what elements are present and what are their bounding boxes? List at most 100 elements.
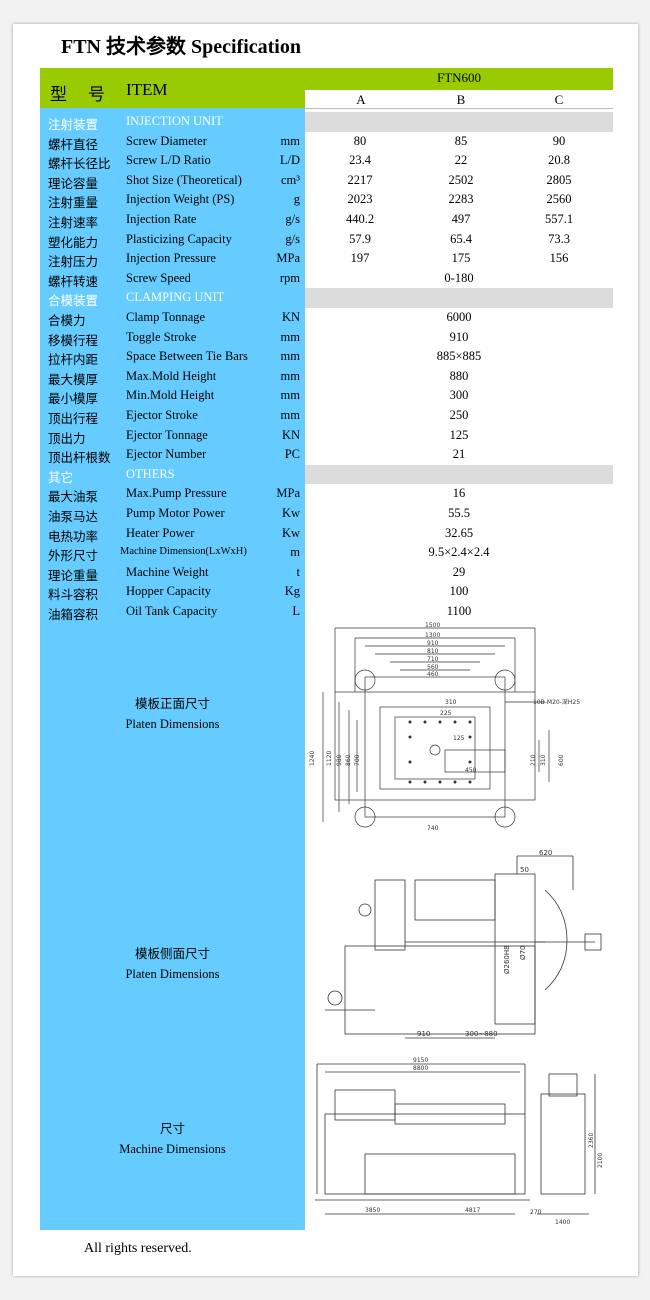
- param-unit: g/s: [285, 231, 300, 246]
- dim-label: 450: [465, 767, 477, 774]
- param-value-c: 2805: [546, 172, 572, 187]
- dim-label: 225: [440, 710, 452, 717]
- section-label-cn: 合模装置: [48, 294, 99, 309]
- diagram-label-front: 模板正面尺寸 Platen Dimensions: [40, 694, 305, 734]
- param-label-en: Injection Weight (PS): [126, 192, 235, 207]
- machine-dimension-drawing: 9150 8800 3850 4817 1400 2100 270 2360: [315, 1057, 604, 1226]
- param-label-en: Injection Pressure: [126, 251, 216, 266]
- param-value-b: 497: [451, 212, 471, 226]
- param-label-cn: 螺杆长径比: [48, 157, 111, 172]
- param-value: 885×885: [436, 349, 482, 364]
- param-label-cn: 合模力: [48, 314, 86, 328]
- page-title: FTN 技术参数 Specification: [61, 36, 301, 58]
- param-unit: Kw: [281, 506, 300, 520]
- param-label-en: Heater Power: [126, 525, 195, 540]
- param-label-en: Space Between Tie Bars: [126, 349, 248, 364]
- dim-label: 710: [427, 656, 439, 663]
- param-unit: Kw: [281, 525, 300, 540]
- diagram-label-side: 模板侧面尺寸 Platen Dimensions: [40, 944, 305, 984]
- section-label-cn: 其它: [48, 470, 74, 485]
- param-value: 16: [452, 486, 466, 501]
- diagram-label-machine: 尺寸 Machine Dimensions: [40, 1119, 305, 1159]
- param-value-b: 65.4: [450, 231, 472, 246]
- dim-label: 810: [427, 648, 439, 655]
- param-label-en: Plasticizing Capacity: [126, 231, 232, 246]
- param-value-a: 2023: [347, 192, 373, 207]
- label-column-background: [40, 68, 305, 1230]
- dim-label: 1300: [425, 632, 440, 639]
- section-band: [305, 112, 613, 132]
- header-model: FTN600: [436, 70, 482, 85]
- platen-side-drawing: 620 50 Ø260H8 Ø70 910 300~880: [325, 850, 602, 1039]
- dim-label: 210: [530, 754, 537, 766]
- header-item-en: ITEM: [126, 80, 168, 99]
- param-label-cn: 最大模厚: [48, 372, 99, 387]
- diagram-label-cn: 模板侧面尺寸: [134, 947, 210, 961]
- param-label-cn: 螺杆转速: [48, 274, 99, 289]
- param-label-en: Min.Mold Height: [126, 388, 215, 403]
- param-label-cn: 注射重量: [48, 196, 99, 211]
- dim-label: 3850: [365, 1207, 380, 1214]
- param-label-en: Ejector Tonnage: [126, 427, 208, 442]
- param-value-c: 73.3: [548, 231, 570, 246]
- param-value-c: 20.8: [548, 153, 570, 168]
- param-label-cn: 螺杆直径: [48, 137, 99, 152]
- param-value-b: 2283: [448, 192, 474, 207]
- param-label-en: Toggle Stroke: [126, 329, 197, 344]
- dim-label: 860: [345, 754, 352, 766]
- param-value: 300: [449, 388, 469, 403]
- param-unit: mm: [280, 349, 300, 364]
- param-unit: MPa: [276, 486, 300, 501]
- param-label-cn: 理论容量: [48, 176, 99, 191]
- param-value-a: 197: [350, 251, 370, 266]
- param-label-en: Injection Rate: [126, 212, 197, 226]
- dim-label: 8800: [413, 1065, 428, 1072]
- dim-label: 560: [427, 664, 439, 671]
- diagram-label-cn: 尺寸: [159, 1122, 185, 1136]
- dim-label: 1500: [425, 622, 440, 629]
- param-label-en: Machine Dimension(LxWxH): [120, 546, 247, 558]
- diagram-label-en: Machine Dimensions: [119, 1142, 226, 1156]
- header-divider: [305, 108, 613, 109]
- param-value: 9.5×2.4×2.4: [428, 545, 490, 560]
- dim-label: 310: [540, 754, 547, 766]
- param-label-cn: 油箱容积: [48, 608, 99, 622]
- param-label-en: Screw Speed: [126, 270, 191, 285]
- param-label-en: Pump Motor Power: [126, 506, 225, 520]
- param-unit: cm³: [280, 172, 300, 187]
- dim-label: 620: [539, 850, 552, 857]
- param-label-cn: 料斗容积: [48, 588, 99, 603]
- param-value-a: 57.9: [349, 231, 371, 246]
- dim-label: 300~880: [465, 1030, 498, 1038]
- header-col-a: A: [356, 92, 366, 107]
- param-value: 0-180: [444, 270, 474, 285]
- param-label-cn: 注射压力: [48, 255, 99, 270]
- section-label-cn: 注射装置: [48, 118, 99, 132]
- dim-label: 1240: [309, 751, 316, 766]
- diagram-label-cn: 模板正面尺寸: [134, 697, 210, 711]
- section-label-en: INJECTION UNIT: [126, 114, 223, 128]
- param-value: 6000: [446, 310, 472, 324]
- dim-label: 270: [530, 1209, 542, 1216]
- param-value-b: 85: [454, 133, 468, 148]
- param-unit: rpm: [279, 270, 300, 285]
- param-label-cn: 顶出行程: [48, 412, 99, 426]
- param-unit: t: [296, 564, 300, 579]
- param-unit: L/D: [279, 153, 300, 168]
- section-band: [305, 288, 613, 308]
- header-band-left: [40, 68, 305, 108]
